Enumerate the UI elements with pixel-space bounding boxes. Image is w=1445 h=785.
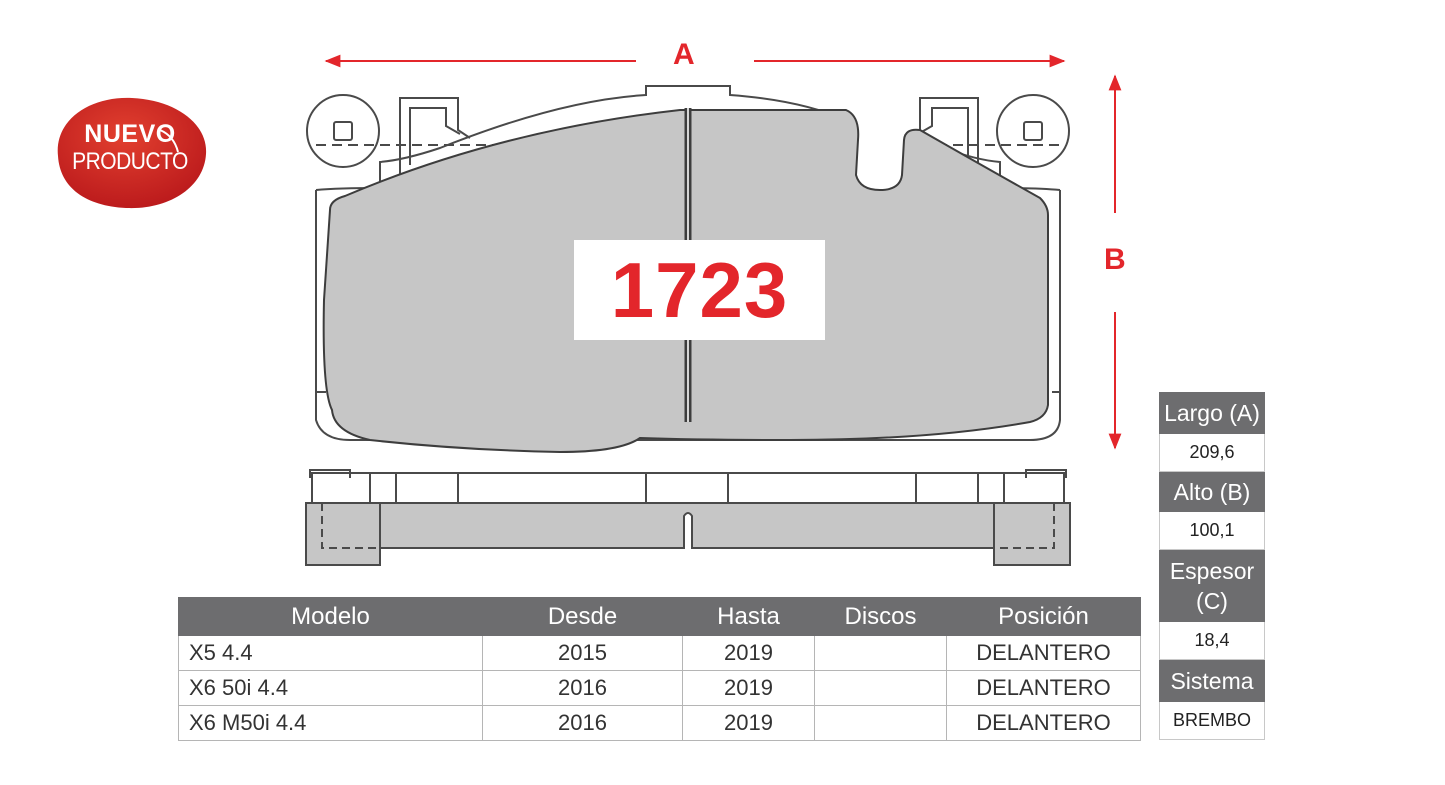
badge-line-2: PRODUCTO — [72, 148, 188, 175]
cell-modelo: X5 4.4 — [178, 635, 483, 671]
spec-sistema-label: Sistema — [1159, 660, 1265, 702]
cell-discos — [814, 635, 947, 671]
specs-panel: Largo (A) 209,6 Alto (B) 100,1 Espesor (… — [1159, 392, 1265, 740]
cell-desde: 2016 — [482, 705, 683, 741]
cell-hasta: 2019 — [682, 705, 815, 741]
cell-posicion: DELANTERO — [946, 705, 1141, 741]
header-discos: Discos — [814, 597, 947, 636]
applications-table: Modelo Desde Hasta Discos Posición X5 4.… — [178, 597, 1141, 741]
cell-discos — [814, 705, 947, 741]
part-number: 1723 — [610, 245, 789, 334]
table-row: X6 M50i 4.4 2016 2019 DELANTERO — [178, 705, 1141, 741]
table-row: X5 4.4 2015 2019 DELANTERO — [178, 635, 1141, 671]
new-product-badge: NUEVO PRODUCTO — [50, 92, 210, 212]
spec-alto-value: 100,1 — [1159, 512, 1265, 550]
cell-modelo: X6 50i 4.4 — [178, 670, 483, 706]
header-desde: Desde — [482, 597, 683, 636]
cell-hasta: 2019 — [682, 670, 815, 706]
cell-posicion: DELANTERO — [946, 635, 1141, 671]
cell-desde: 2015 — [482, 635, 683, 671]
cell-modelo: X6 M50i 4.4 — [178, 705, 483, 741]
side-view — [305, 469, 1071, 566]
table-row: X6 50i 4.4 2016 2019 DELANTERO — [178, 670, 1141, 706]
spec-espesor-label: Espesor (C) — [1159, 550, 1265, 622]
dimension-b-label: B — [1104, 243, 1126, 276]
badge-shape — [57, 97, 207, 209]
header-posicion: Posición — [946, 597, 1141, 636]
cell-desde: 2016 — [482, 670, 683, 706]
part-number-box: 1723 — [574, 240, 825, 340]
header-hasta: Hasta — [682, 597, 815, 636]
dimension-a-label: A — [673, 38, 695, 71]
spec-sistema-value: BREMBO — [1159, 702, 1265, 740]
header-modelo: Modelo — [178, 597, 483, 636]
table-header-row: Modelo Desde Hasta Discos Posición — [178, 597, 1141, 636]
cell-posicion: DELANTERO — [946, 670, 1141, 706]
spec-espesor-value: 18,4 — [1159, 622, 1265, 660]
spec-largo-label: Largo (A) — [1159, 392, 1265, 434]
spec-alto-label: Alto (B) — [1159, 472, 1265, 512]
badge-line-1: NUEVO — [84, 120, 176, 148]
cell-discos — [814, 670, 947, 706]
spec-largo-value: 209,6 — [1159, 434, 1265, 472]
cell-hasta: 2019 — [682, 635, 815, 671]
